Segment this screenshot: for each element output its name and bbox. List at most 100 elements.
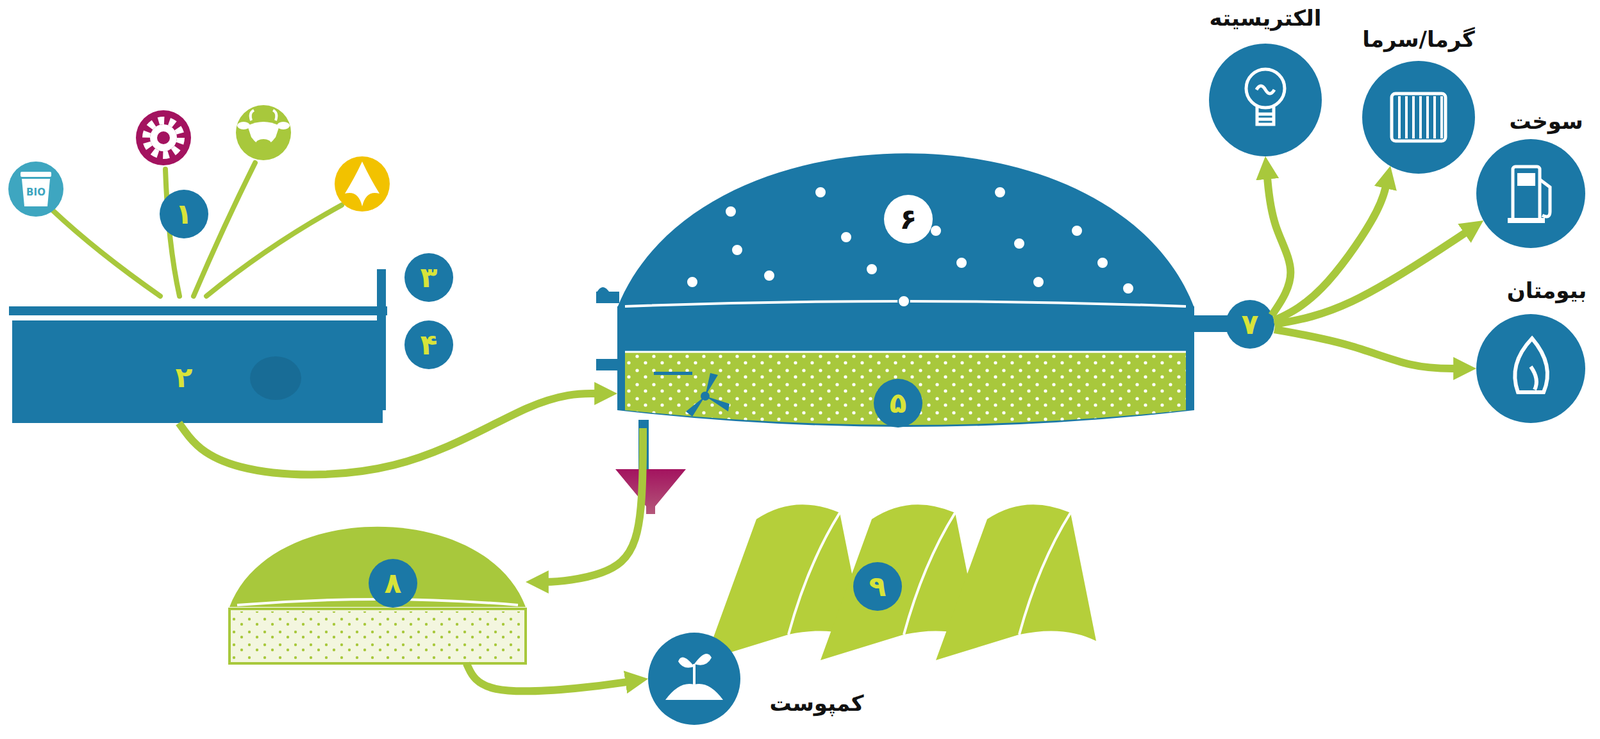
gas-bubble <box>1013 237 1025 250</box>
gas-bubble <box>866 263 878 275</box>
post-digester <box>229 608 526 664</box>
compost-icon <box>694 653 712 666</box>
output-label: بیومتان <box>1507 278 1588 304</box>
cow-icon <box>273 110 277 121</box>
bio-bin-icon <box>8 161 64 217</box>
flow-arrow <box>466 663 633 692</box>
radiator-icon <box>1399 96 1442 139</box>
gas-bubble <box>686 276 699 288</box>
gas-bubble <box>1071 225 1083 237</box>
post-digester: ۸ <box>229 530 526 664</box>
callout-circles <box>159 189 209 239</box>
feed-tank <box>12 320 383 424</box>
digester <box>625 351 1186 354</box>
feed-lines <box>52 210 161 297</box>
feed-tank <box>8 253 454 424</box>
funnel <box>615 469 686 515</box>
callout-number: ۶ <box>900 203 918 236</box>
digester-dome: ۶۵ <box>617 153 1195 429</box>
funnel <box>615 469 686 515</box>
flame-icon <box>1514 338 1548 393</box>
bio-bin-icon <box>20 171 52 177</box>
digester <box>883 194 933 244</box>
gas-bubbles <box>686 186 1134 308</box>
digester <box>596 153 1229 472</box>
post-digester <box>232 611 524 661</box>
output-label: گرما/سرما <box>1362 26 1475 52</box>
flow-arrow <box>541 428 643 583</box>
post-digester <box>368 558 418 608</box>
post-digester <box>229 526 526 608</box>
callout-number: ۱ <box>175 198 193 231</box>
compost-tunnels <box>935 504 1097 661</box>
bin-label: BIO <box>26 187 46 199</box>
gear-icon <box>135 110 192 166</box>
feed-tank <box>404 253 454 302</box>
compost-icon <box>665 683 724 700</box>
digestate-liquid: ۵ <box>625 351 1186 429</box>
fuel-pump-icon <box>1512 166 1540 221</box>
compost-icon <box>678 657 695 668</box>
biomethane-output: بیومتان <box>1476 314 1586 424</box>
compost-icon <box>692 664 696 685</box>
compost-icon <box>648 632 741 725</box>
callout-number: ۳ <box>420 261 438 295</box>
digester <box>617 153 1195 308</box>
output-circles <box>1208 43 1322 157</box>
cow-icon <box>237 121 250 130</box>
digester <box>653 371 693 375</box>
output-label: سوخت <box>1508 108 1583 134</box>
bulb-icon <box>1257 114 1274 120</box>
cow-icon <box>235 105 292 161</box>
bio-bin-icon <box>8 161 64 217</box>
callout-number: ۷ <box>1241 308 1259 342</box>
digester <box>617 306 1195 427</box>
gas-bubble <box>1096 257 1109 269</box>
post-digester <box>229 526 526 664</box>
gas-bubble <box>814 186 827 199</box>
fuel-output: سوخت <box>1476 139 1586 249</box>
heat-cold-output: گرما/سرما <box>1362 60 1475 174</box>
callout-number: ۲ <box>175 361 193 395</box>
fuel-pump-icon <box>1507 217 1545 224</box>
bulb-icon <box>1257 106 1274 125</box>
flow-arrow <box>1274 181 1388 321</box>
mixer-propeller <box>685 373 730 417</box>
output-circles <box>1362 60 1475 174</box>
gear-icon <box>146 120 181 156</box>
compost-tunnels <box>788 512 1071 635</box>
gear-icon <box>157 131 170 145</box>
radiator-icon <box>1391 93 1446 142</box>
output-circles <box>1476 314 1586 424</box>
banana-peel-icon <box>344 161 380 207</box>
flame-icon <box>1530 366 1537 390</box>
gas-bubble <box>1122 282 1134 295</box>
output-circles <box>1225 300 1275 349</box>
feed-tank <box>8 306 388 316</box>
bio-bin-icon <box>21 178 50 207</box>
compost-icon <box>648 632 741 725</box>
cow-icon <box>255 139 272 149</box>
output-circles <box>1476 139 1586 249</box>
bulb-icon <box>1256 85 1275 94</box>
gas-bubble <box>1032 276 1045 288</box>
output-label: الکتریسیته <box>1209 5 1322 31</box>
gas-bubble <box>840 231 852 243</box>
gas-bubble <box>994 186 1006 199</box>
gas-bubble <box>725 205 737 218</box>
gear-icon <box>150 124 177 152</box>
flow-arrow <box>1274 229 1470 325</box>
cow-icon <box>250 110 254 121</box>
gas-bubble <box>731 244 743 256</box>
gas-outlet: ۷ <box>1225 300 1275 349</box>
banana-peel-icon <box>334 156 390 212</box>
compost-tunnels <box>705 504 1097 661</box>
callout-number: ۴ <box>420 328 438 362</box>
gear-icon <box>135 110 192 166</box>
fuel-pump-icon <box>1517 173 1536 186</box>
feed-lines <box>206 205 342 297</box>
cow-icon <box>276 121 290 130</box>
